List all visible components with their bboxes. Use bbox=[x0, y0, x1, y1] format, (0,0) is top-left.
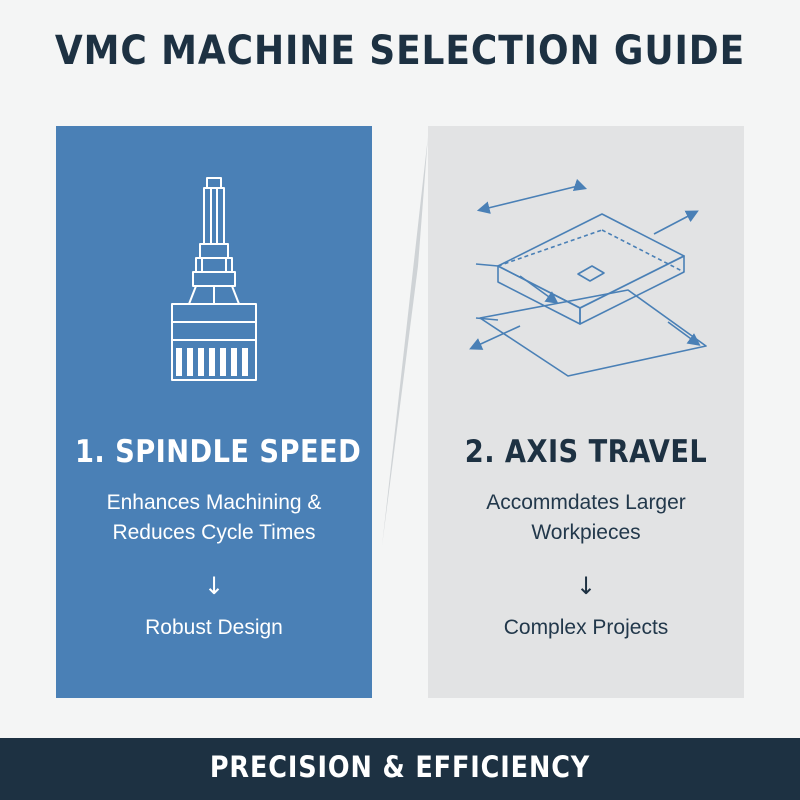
axis-travel-panel: 2. AXIS TRAVEL Accommdates Larger Workpi… bbox=[428, 126, 744, 698]
down-arrow-icon: ↓ bbox=[575, 572, 597, 600]
description-line: Accommdates Larger bbox=[486, 491, 686, 514]
page-title: VMC MACHINE SELECTION GUIDE bbox=[54, 28, 746, 74]
down-arrow-icon: ↓ bbox=[203, 572, 225, 600]
description-line: Enhances Machining & bbox=[106, 491, 322, 514]
axis-travel-icon bbox=[469, 178, 707, 377]
panel-divider bbox=[382, 136, 428, 546]
spindle-icon bbox=[171, 177, 257, 381]
footer-banner: PRECISION & EFFICIENCY bbox=[0, 738, 800, 800]
spindle-speed-heading: 1. SPINDLE SPEED bbox=[74, 434, 362, 470]
footer-text: PRECISION & EFFICIENCY bbox=[209, 750, 591, 784]
spindle-speed-description: Enhances Machining & Reduces Cycle Times bbox=[66, 488, 362, 548]
description-line: Workpieces bbox=[531, 521, 641, 544]
spindle-speed-panel: 1. SPINDLE SPEED Enhances Machining & Re… bbox=[56, 126, 372, 698]
axis-travel-heading: 2. AXIS TRAVEL bbox=[464, 434, 708, 470]
description-line: Reduces Cycle Times bbox=[112, 521, 316, 544]
axis-travel-description: Accommdates Larger Workpieces bbox=[438, 488, 734, 548]
spindle-speed-result: Robust Design bbox=[145, 616, 283, 639]
axis-travel-result: Complex Projects bbox=[503, 616, 669, 639]
